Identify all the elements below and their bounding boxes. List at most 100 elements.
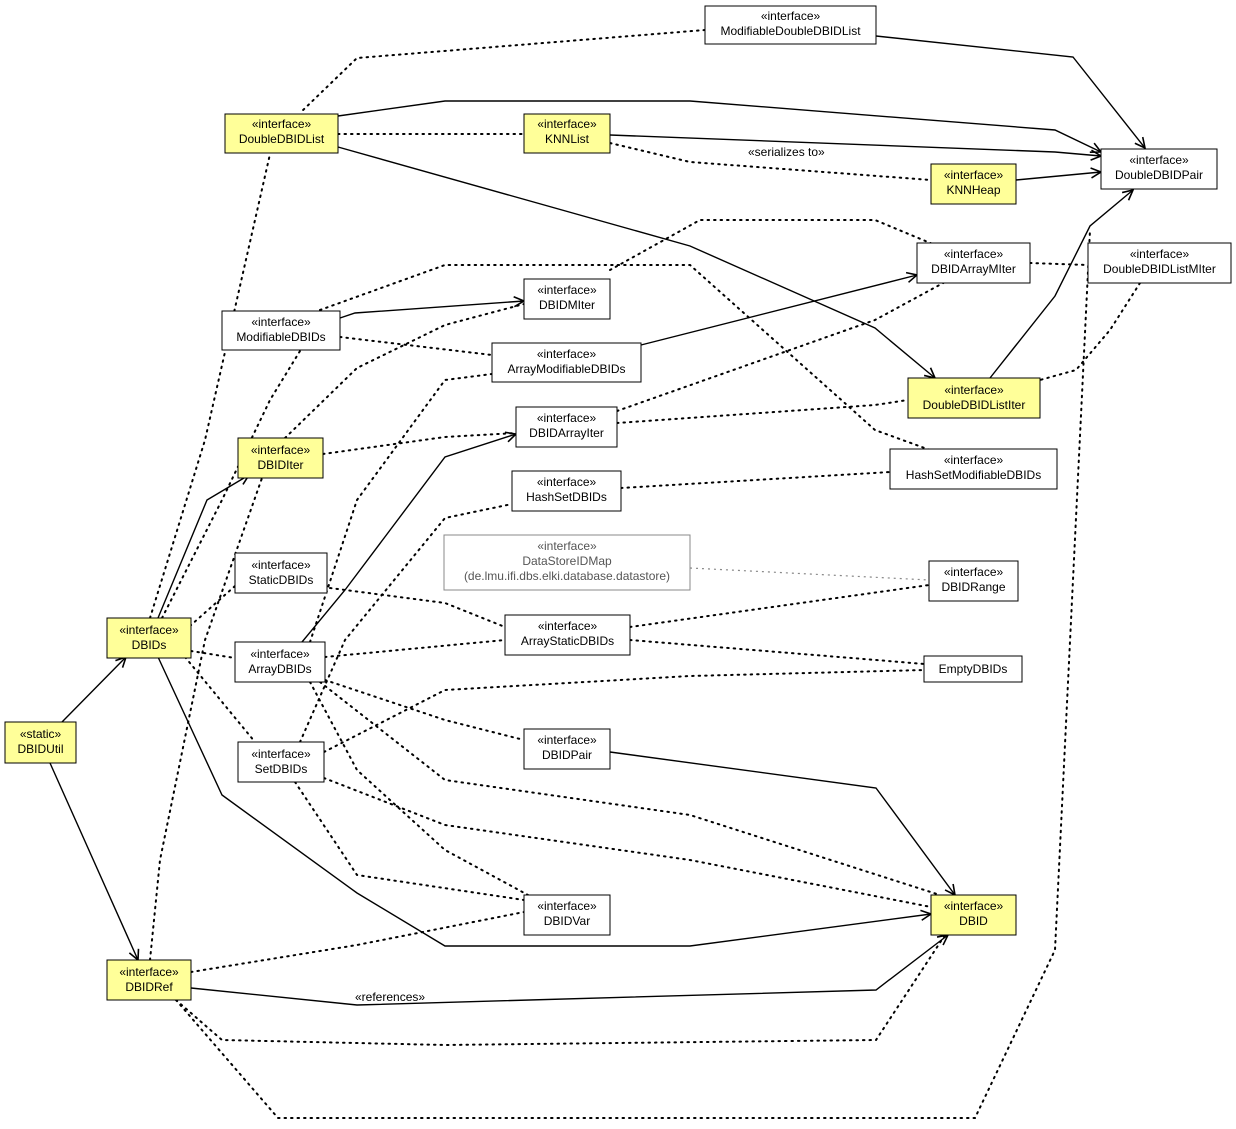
edge-doubledbidlist-doubledbidlistiter [337, 146, 935, 378]
node-dbid-array-iter[interactable]: «interface» DBIDArrayIter [515, 406, 618, 448]
node-double-dbid-list-miter[interactable]: «interface» DoubleDBIDListMIter [1087, 242, 1232, 284]
svg-text:SetDBIDs: SetDBIDs [255, 762, 308, 776]
edge-dotted-dbids-arraydbids [190, 650, 236, 659]
node-hash-set-modifiable-dbids[interactable]: «interface» HashSetModifiableDBIDs [889, 448, 1058, 490]
svg-text:«interface»: «interface» [944, 453, 1004, 467]
edge-dotted-arraystaticdbids-dbidrange [629, 584, 930, 628]
edge-dotted-dbidref-dbid [175, 934, 946, 1047]
node-knn-list[interactable]: «interface» KNNList [523, 113, 611, 154]
svg-text:KNNList: KNNList [545, 132, 590, 146]
svg-text:«interface»: «interface» [252, 117, 312, 131]
edge-label-references: «references» [355, 990, 425, 1004]
node-static-dbids[interactable]: «interface» StaticDBIDs [234, 552, 328, 594]
edge-doubledbidlist-doubledbidpair [337, 100, 1101, 152]
edge-dotted-arraydbids-arraystaticdbids [324, 639, 506, 658]
svg-text:«interface»: «interface» [538, 619, 598, 633]
svg-text:HashSetModifiableDBIDs: HashSetModifiableDBIDs [906, 468, 1041, 482]
edge-dotted-setdbids-hashsetdbids [299, 503, 513, 743]
svg-text:«interface»: «interface» [944, 899, 1004, 913]
node-dbid-ref[interactable]: «interface» DBIDRef [106, 959, 192, 1001]
svg-text:«interface»: «interface» [537, 899, 597, 913]
svg-text:«interface»: «interface» [251, 443, 311, 457]
svg-text:«interface»: «interface» [119, 623, 179, 637]
svg-text:DBIDRef: DBIDRef [125, 980, 173, 994]
node-array-static-dbids[interactable]: «interface» ArrayStaticDBIDs [504, 614, 631, 656]
node-double-dbid-list-iter[interactable]: «interface» DoubleDBIDListIter [907, 377, 1041, 419]
svg-text:ModifiableDoubleDBIDList: ModifiableDoubleDBIDList [720, 24, 861, 38]
svg-text:«interface»: «interface» [251, 747, 311, 761]
edge-dotted-dbids-setdbids [184, 656, 256, 743]
edge-dotted-knnlist-knnheap [609, 142, 932, 181]
edge-dbidutil-dbids [61, 657, 126, 723]
node-dbid[interactable]: «interface» DBID [930, 894, 1017, 936]
svg-text:DBIDArrayMIter: DBIDArrayMIter [931, 262, 1016, 276]
node-dbid-iter[interactable]: «interface» DBIDIter [237, 437, 324, 479]
edge-graydot-datastoreidmap-dbidrange [689, 567, 930, 581]
node-array-modifiable-dbids[interactable]: «interface» ArrayModifiableDBIDs [491, 342, 642, 383]
node-dbid-var[interactable]: «interface» DBIDVar [523, 894, 611, 936]
svg-text:DoubleDBIDListIter: DoubleDBIDListIter [923, 398, 1026, 412]
edges: «serializes to» «references» [49, 29, 1145, 1119]
node-empty-dbids[interactable]: EmptyDBIDs [923, 655, 1023, 683]
svg-text:HashSetDBIDs: HashSetDBIDs [526, 490, 607, 504]
node-dbid-range[interactable]: «interface» DBIDRange [928, 560, 1019, 602]
svg-text:DBIDPair: DBIDPair [542, 748, 592, 762]
node-hash-set-dbids[interactable]: «interface» HashSetDBIDs [511, 470, 622, 512]
edge-dotted-arraydbids-dbid [319, 681, 941, 896]
edge-dotted-dbidref-doubledbidpair [175, 229, 1091, 1119]
svg-text:«interface»: «interface» [251, 558, 311, 572]
edge-dbidpair-dbid [609, 751, 955, 895]
svg-text:DBIDMIter: DBIDMIter [539, 298, 595, 312]
edge-dotted-dbiditer-dbidarrayiter [322, 432, 517, 455]
svg-text:«static»: «static» [20, 727, 62, 741]
svg-text:«interface»: «interface» [251, 315, 311, 329]
svg-text:«interface»: «interface» [537, 733, 597, 747]
node-dbids[interactable]: «interface» DBIDs [106, 617, 192, 659]
edge-dotted-dbidref-dbiditer [149, 477, 263, 961]
node-dbid-pair[interactable]: «interface» DBIDPair [523, 728, 611, 770]
edge-dotted-modifiabledbids-arraymodifiabledbids [339, 336, 493, 356]
svg-text:ArrayDBIDs: ArrayDBIDs [248, 662, 311, 676]
node-dbid-miter[interactable]: «interface» DBIDMIter [523, 278, 611, 320]
edge-dotted-dbidmiter-dbidarraymiter [609, 219, 936, 271]
node-set-dbids[interactable]: «interface» SetDBIDs [237, 741, 325, 783]
svg-text:«interface»: «interface» [250, 647, 310, 661]
svg-text:«interface»: «interface» [537, 117, 597, 131]
svg-text:DBIDs: DBIDs [132, 638, 167, 652]
node-array-dbids[interactable]: «interface» ArrayDBIDs [234, 641, 326, 683]
edge-dbidutil-dbidref [49, 762, 138, 960]
node-double-dbid-list[interactable]: «interface» DoubleDBIDList [224, 113, 339, 154]
node-modifiable-double-dbid-list[interactable]: «interface» ModifiableDoubleDBIDList [704, 5, 877, 45]
svg-text:«interface»: «interface» [1130, 247, 1190, 261]
edge-knnlist-doubledbidpair [609, 134, 1101, 156]
node-datastore-id-map[interactable]: «interface» DataStoreIDMap (de.lmu.ifi.d… [443, 534, 691, 591]
svg-text:«interface»: «interface» [944, 383, 1004, 397]
node-double-dbid-pair[interactable]: «interface» DoubleDBIDPair [1100, 148, 1218, 190]
node-dbid-array-miter[interactable]: «interface» DBIDArrayMIter [916, 242, 1031, 284]
svg-text:DoubleDBIDList: DoubleDBIDList [239, 132, 325, 146]
node-modifiable-dbids[interactable]: «interface» ModifiableDBIDs [221, 310, 341, 351]
edge-dotted-dbids-doubledbidlist [149, 153, 271, 619]
svg-text:DBIDRange: DBIDRange [941, 580, 1005, 594]
edge-dbids-dbiditer [157, 475, 249, 619]
edge-knnheap-doubledbidpair [1015, 172, 1101, 181]
svg-text:«interface»: «interface» [761, 9, 821, 23]
edge-dotted-setdbids-emptydbids [323, 669, 925, 753]
svg-text:(de.lmu.ifi.dbs.elki.database.: (de.lmu.ifi.dbs.elki.database.datastore) [464, 569, 670, 583]
edge-dotted-dbidref-dbidvar [190, 911, 525, 973]
node-knn-heap[interactable]: «interface» KNNHeap [930, 163, 1017, 205]
edge-dotted-arraydbids-arraymodifiabledbids [309, 373, 493, 643]
svg-text:«interface»: «interface» [537, 283, 597, 297]
edge-dotted-modifiabledbids-hashsetmodifiabledbids [319, 264, 931, 451]
edge-dotted-dbiditer-dbidmiter [284, 303, 525, 439]
svg-text:StaticDBIDs: StaticDBIDs [249, 573, 314, 587]
edge-dotted-dbidarraymiter-doubledbidlistmiter [1029, 262, 1089, 266]
svg-text:DBIDVar: DBIDVar [544, 914, 590, 928]
edge-dotted-dbidarrayiter-dbidarraymiter [616, 281, 946, 412]
svg-text:ModifiableDBIDs: ModifiableDBIDs [236, 330, 325, 344]
node-dbid-util[interactable]: «static» DBIDUtil [4, 721, 77, 764]
svg-text:DBID: DBID [959, 914, 988, 928]
svg-text:EmptyDBIDs: EmptyDBIDs [939, 662, 1008, 676]
edge-dotted-setdbids-dbid [323, 777, 932, 908]
